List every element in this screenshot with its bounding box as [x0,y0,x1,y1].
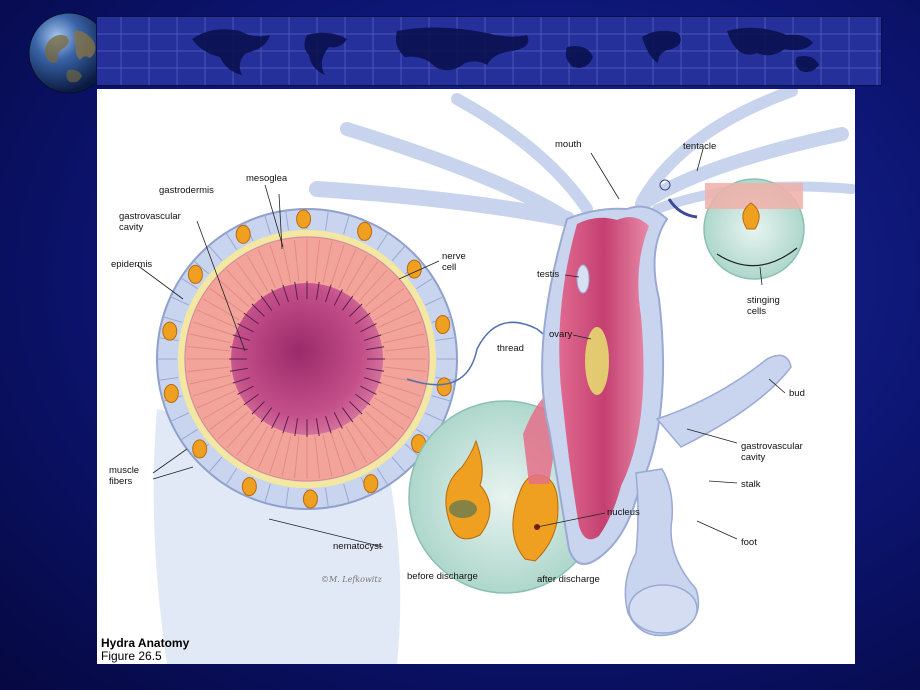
label-gastrovascular-cavity-left: gastrovascular cavity [119,211,181,233]
nematocyst-cell [187,264,203,284]
ovary [585,327,609,395]
nematocyst-cell [296,209,312,229]
label-muscle-fibers: muscle fibers [109,465,140,487]
label-testis: testis [537,269,560,280]
nematocyst-cell [241,477,257,497]
nematocyst-cell [363,474,379,494]
label-nerve-cell: nerve cell [442,251,466,273]
hydra-figure: mesoglea gastrodermis gastrovascular cav… [97,85,857,664]
artist-signature: ©M. Lefkowitz [321,575,382,584]
label-nucleus: nucleus [607,507,640,518]
nematocyst-cell [192,439,208,459]
hydra-illustration [136,85,857,664]
label-foot: foot [741,537,757,548]
label-gastrodermis: gastrodermis [159,185,214,196]
label-mouth: mouth [555,139,582,150]
testis [576,264,590,294]
label-after-discharge: after discharge [537,574,600,585]
nematocyst-cell [436,377,452,397]
nematocyst-cell [435,315,451,335]
nematocyst-cell [235,224,251,244]
world-map-banner [96,16,882,86]
figure-title: Hydra Anatomy [101,636,190,650]
label-mesoglea: mesoglea [246,173,288,184]
label-epidermis: epidermis [111,259,153,270]
zoom-arrow-icon [667,198,698,219]
nematocyst-cell [302,489,318,509]
label-stalk: stalk [741,479,761,490]
label-thread: thread [497,343,524,354]
nematocyst-cell [162,321,178,341]
gastrovascular-cavity-left [231,283,383,435]
globe-icon [28,12,110,94]
label-before-discharge: before discharge [407,571,478,582]
nematocyst-cell [406,259,422,279]
leader-lines [136,148,786,548]
foot [628,584,698,634]
nematocyst-cell [357,221,373,241]
label-bud: bud [789,388,805,399]
nematocyst-cell [163,383,179,403]
label-nematocyst: nematocyst [333,541,382,552]
mesoglea-ring [178,230,436,488]
label-gastrovascular-cavity-right: gastrovascular cavity [741,441,803,463]
label-ovary: ovary [549,329,573,340]
figure-number: Figure 26.5 [101,649,162,663]
figure-caption: Hydra Anatomy Figure 26.5 [101,637,189,663]
label-tentacle: tentacle [683,141,717,152]
label-stinging-cells: stinging cells [747,295,780,317]
bud [655,354,792,448]
